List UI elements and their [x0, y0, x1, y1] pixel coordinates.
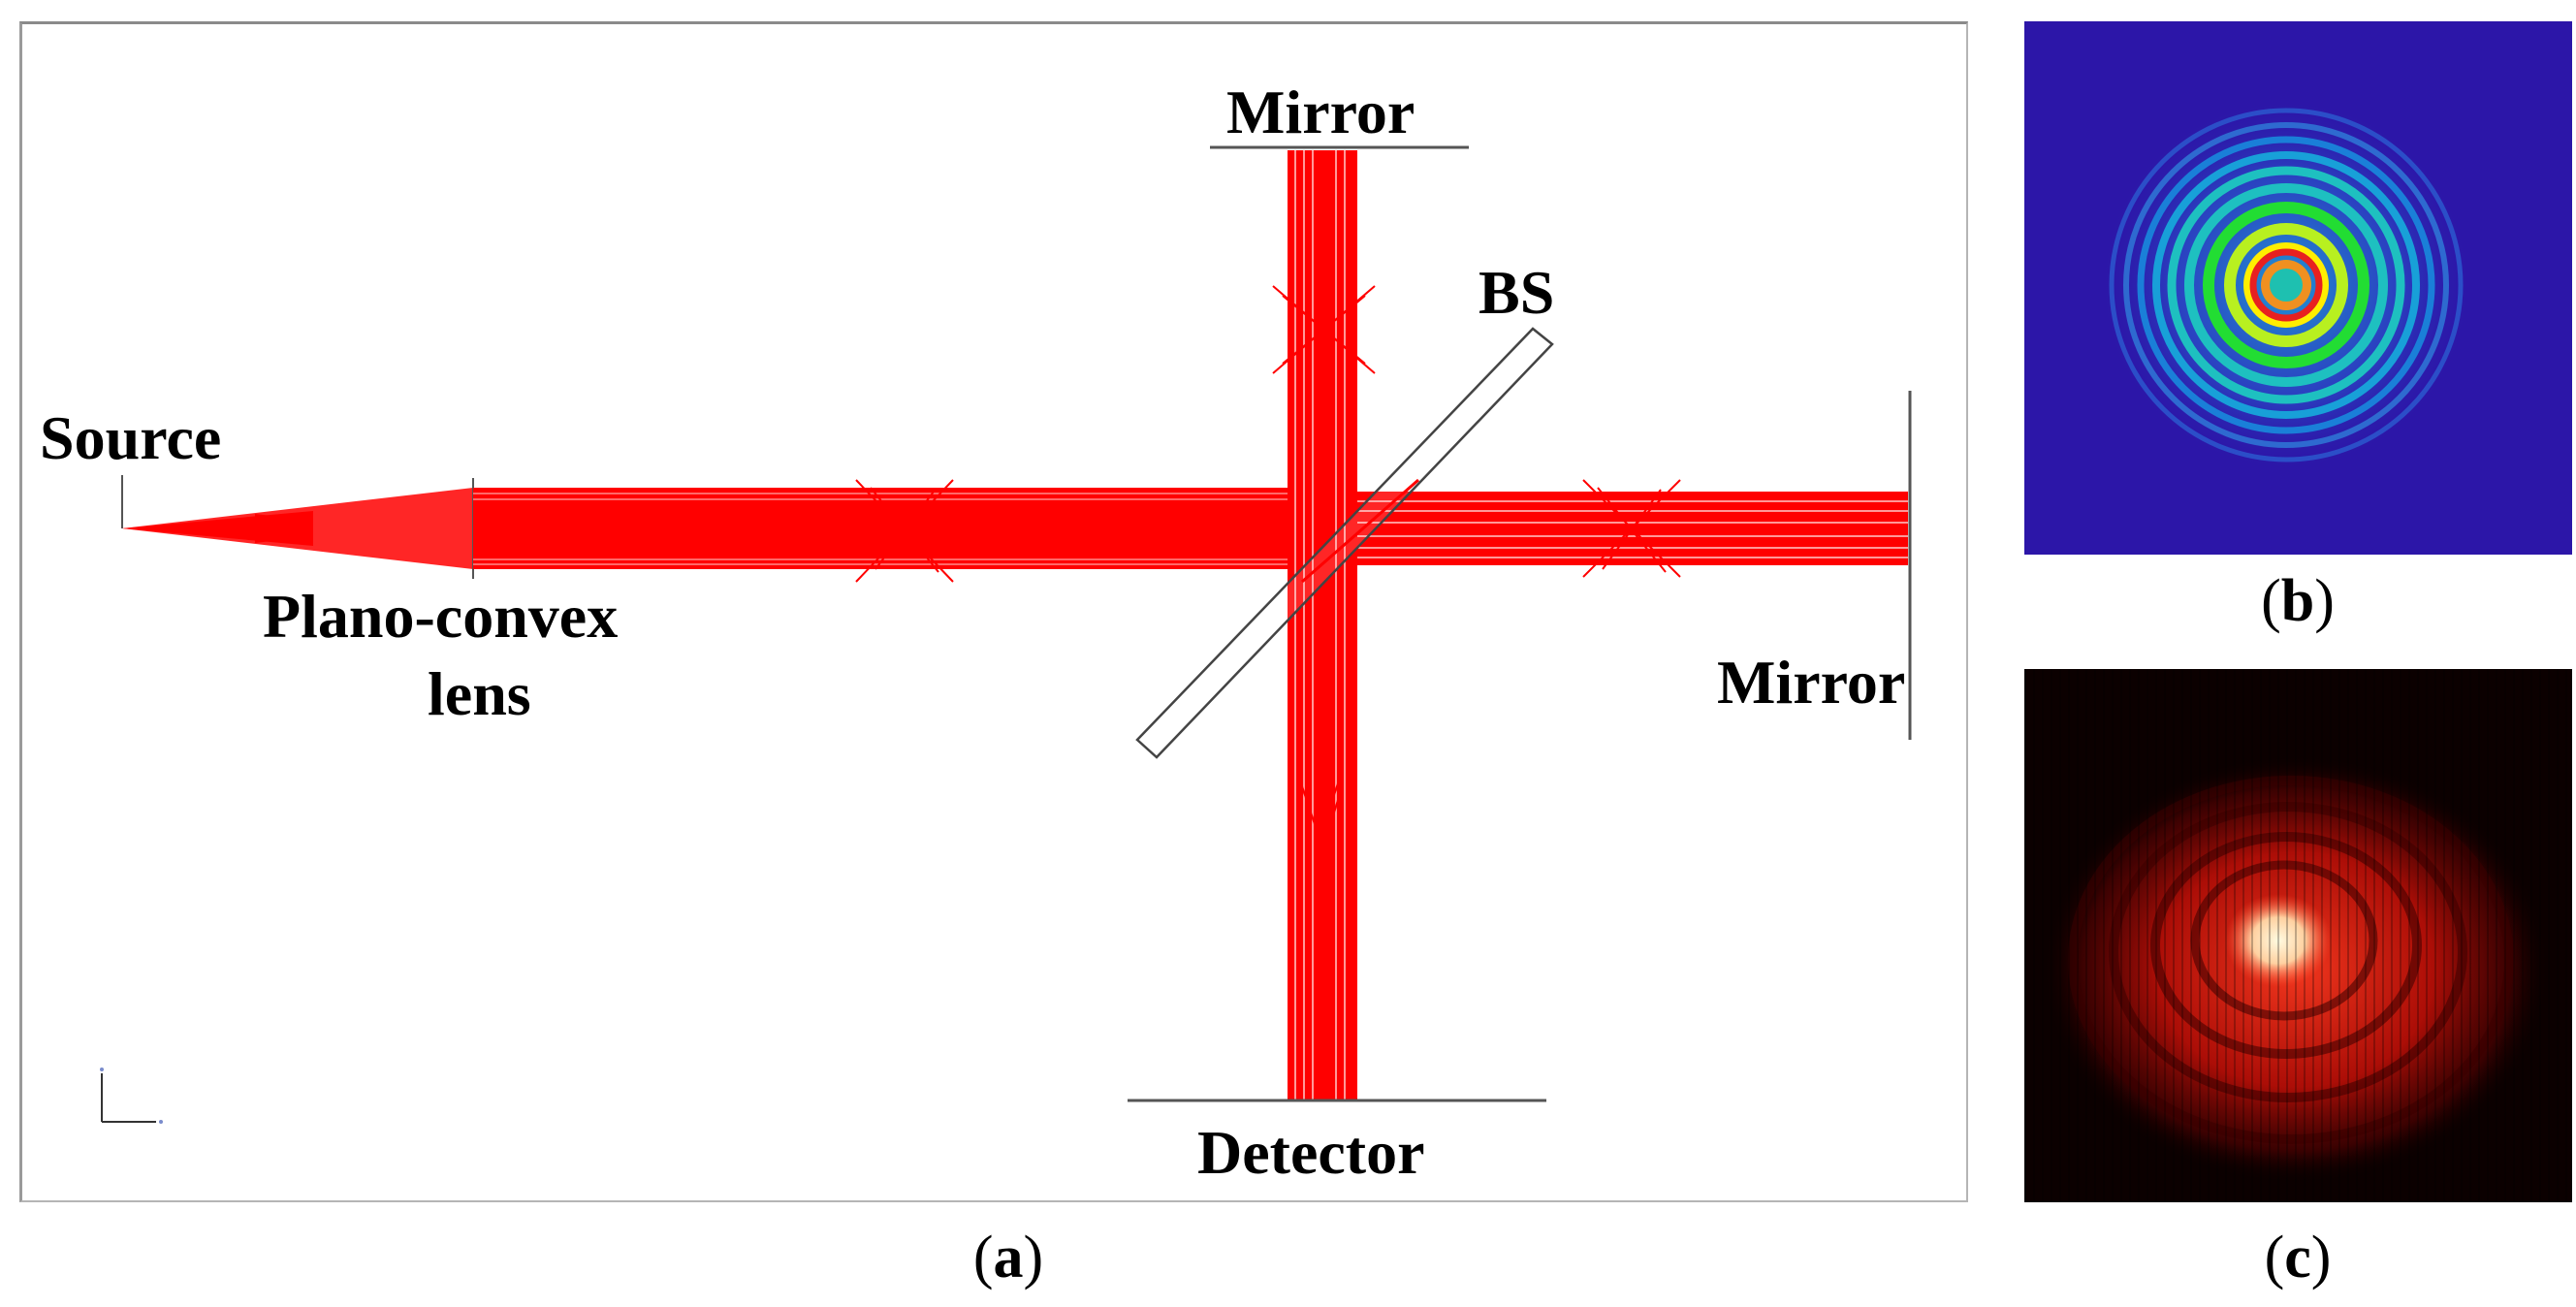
label-mirror-top: Mirror — [1226, 78, 1415, 146]
simulated-fringe-pattern — [2024, 21, 2572, 555]
diverging-beam — [122, 488, 473, 569]
right-arm-beam — [1317, 479, 1908, 578]
label-beam-splitter: BS — [1479, 258, 1554, 327]
beam-splitter-reflection — [1301, 478, 1419, 584]
caption-a: (a) — [972, 1225, 1044, 1291]
caption-c: (c) — [2264, 1225, 2332, 1291]
label-detector: Detector — [1197, 1118, 1424, 1187]
experimental-fringes-canvas — [2024, 669, 2572, 1202]
ray-trace-diagram: Source Plano-convex lens Mirror BS Mirro… — [19, 21, 1968, 1202]
horizontal-beam — [473, 479, 1317, 583]
label-lens-line1: Plano-convex — [263, 582, 618, 651]
axis-triad — [100, 1068, 163, 1124]
diagram-canvas: Source Plano-convex lens Mirror BS Mirro… — [40, 78, 1912, 1187]
simulated-fringes-canvas — [2024, 21, 2572, 555]
experimental-fringe-pattern — [2024, 669, 2572, 1202]
label-source: Source — [40, 403, 221, 472]
caption-b: (b) — [2261, 568, 2335, 634]
label-mirror-right: Mirror — [1717, 648, 1905, 717]
label-lens-line2: lens — [428, 659, 531, 728]
vertical-beam — [1272, 150, 1376, 1100]
